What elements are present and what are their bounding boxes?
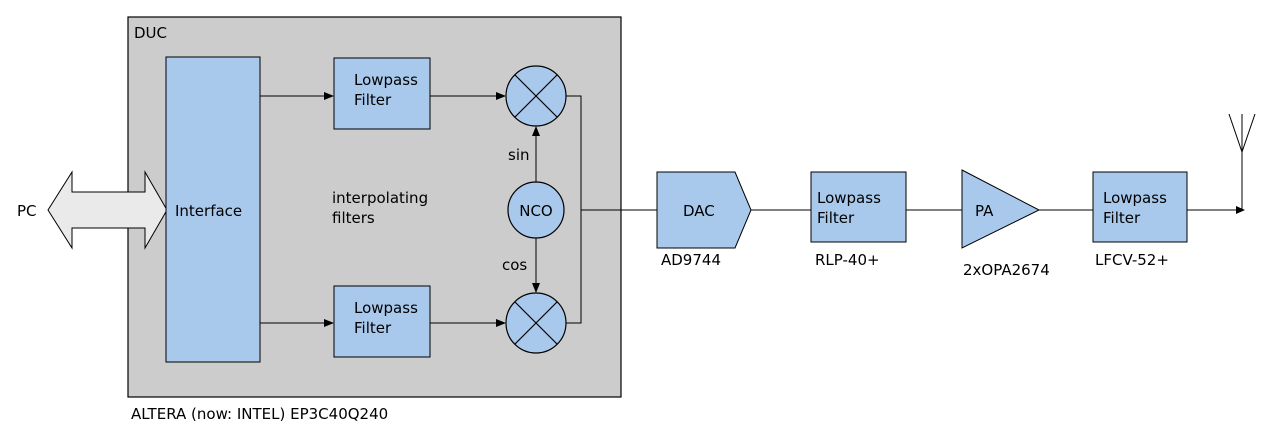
rf-lowpass-filter-1 — [810, 171, 907, 243]
pa-label: PA — [975, 202, 994, 220]
lowpass-filter-top-line1: Lowpass — [354, 71, 418, 89]
rf-lowpass-filter-1-line2: Filter — [817, 209, 855, 227]
pa-part: 2xOPA2674 — [963, 261, 1050, 279]
cos-label: cos — [502, 256, 527, 274]
pc-bidirectional-arrow — [47, 170, 168, 250]
antenna-output-arrow-icon — [1236, 206, 1245, 214]
rf-lowpass-filter-1-part: RLP-40+ — [815, 251, 880, 269]
pa-amplifier — [961, 169, 1041, 249]
lowpass-filter-bottom — [333, 285, 431, 358]
fpga-label: ALTERA (now: INTEL) EP3C40Q240 — [131, 405, 388, 423]
sin-label: sin — [508, 146, 530, 164]
dac-label: DAC — [683, 202, 715, 220]
pc-label: PC — [17, 202, 37, 220]
interface-label: Interface — [175, 202, 242, 220]
interpolating-note-line2: filters — [332, 209, 375, 227]
dac-block — [656, 171, 752, 249]
interpolating-note-line1: interpolating — [332, 189, 428, 207]
rf-lowpass-filter-2-line1: Lowpass — [1103, 189, 1167, 207]
rf-lowpass-filter-1-line1: Lowpass — [817, 189, 881, 207]
lowpass-filter-bottom-line2: Filter — [354, 319, 392, 337]
rf-lowpass-filter-2-line2: Filter — [1103, 209, 1141, 227]
mixer-bottom — [505, 292, 567, 354]
duc-title: DUC — [134, 24, 167, 42]
interface-block — [165, 56, 261, 363]
rf-lowpass-filter-2 — [1092, 171, 1188, 243]
rf-lowpass-filter-2-part: LFCV-52+ — [1095, 251, 1169, 269]
nco-label: NCO — [519, 202, 553, 220]
antenna-icon — [1228, 113, 1256, 210]
mixer-top — [505, 65, 567, 127]
lowpass-filter-top-line2: Filter — [354, 91, 392, 109]
lowpass-filter-bottom-line1: Lowpass — [354, 299, 418, 317]
lowpass-filter-top — [333, 57, 431, 130]
dac-part: AD9744 — [661, 251, 721, 269]
